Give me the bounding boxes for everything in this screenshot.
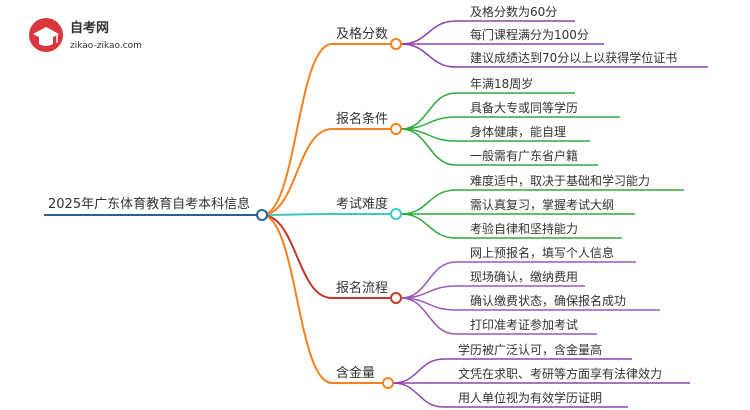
leaf-label: 现场确认，缴纳费用 [470,269,578,284]
root-connector-dot [256,209,268,221]
branch-to-leaf-connector [400,43,457,68]
branch-node: 含金量 学历被广泛认可，含金量高文凭在求职、考研等方面享有法律效力用人单位视为有效… [332,342,690,408]
graduation-cap-icon [33,27,59,46]
leaf-label: 打印准考证参加考试 [470,317,578,332]
branches: 及格分数 及格分数为60分每门课程满分为100分建议成绩达到70分以上以获得学位证… [332,4,708,408]
root-to-branch-connector [261,43,333,216]
leaf-label: 考验自律和坚持能力 [470,221,578,236]
logo: 自考网 zikao-zikao.com [29,18,142,52]
branch-connector-dot [390,123,402,135]
connectors [261,20,457,408]
root-to-branch-connector [261,213,333,216]
branch-node: 报名流程 网上预报名，填写个人信息现场确认，缴纳费用确认缴费状态，确保报名成功打印… [332,245,660,335]
leaf-label: 建议成绩达到70分以上以获得学位证书 [470,50,677,65]
branch-to-leaf-connector [400,128,457,166]
leaf-label: 用人单位视为有效学历证明 [458,390,602,405]
branch-to-leaf-connector [400,297,457,335]
logo-subtitle: zikao-zikao.com [70,41,142,51]
logo-title: 自考网 [70,20,109,36]
leaf-label: 身体健康，能自理 [470,124,566,139]
branch-connector-dot [390,38,402,50]
branch-to-leaf-connector [400,189,457,215]
root-to-branch-connector [261,214,333,299]
leaf-label: 文凭在求职、考研等方面享有法律效力 [458,366,662,381]
leaf-label: 年满18周岁 [470,76,533,91]
branch-node: 及格分数 及格分数为60分每门课程满分为100分建议成绩达到70分以上以获得学位证… [332,4,708,68]
branch-label: 报名条件 [336,111,388,127]
branch-to-leaf-connector [392,382,445,408]
root-node: 2025年广东体育教育自考本科信息 [44,196,268,221]
leaf-label: 一般需有广东省户籍 [470,148,578,163]
root-label: 2025年广东体育教育自考本科信息 [48,196,250,212]
branch-connector-dot [390,208,402,220]
leaf-label: 及格分数为60分 [470,4,557,19]
branch-to-leaf-connector [392,358,445,384]
branch-connector-dot [382,377,394,389]
branch-to-leaf-connector [400,213,457,239]
branch-label: 含金量 [336,365,375,381]
branch-label: 考试难度 [336,196,388,212]
leaf-label: 具备大专或同等学历 [470,100,578,115]
leaf-label: 网上预报名，填写个人信息 [470,245,614,260]
leaf-label: 学历被广泛认可，含金量高 [458,342,602,357]
root-to-branch-connector [261,128,333,216]
leaf-label: 确认缴费状态，确保报名成功 [470,293,626,308]
branch-to-leaf-connector [400,20,457,45]
branch-connector-dot [390,292,402,304]
root-to-branch-connector [261,214,333,384]
branch-label: 及格分数 [336,26,388,42]
leaf-label: 需认真复习，掌握考试大纲 [470,197,614,212]
leaf-label: 每门课程满分为100分 [470,27,589,42]
branch-label: 报名流程 [336,280,388,296]
leaf-label: 难度适中，取决于基础和学习能力 [470,173,650,188]
